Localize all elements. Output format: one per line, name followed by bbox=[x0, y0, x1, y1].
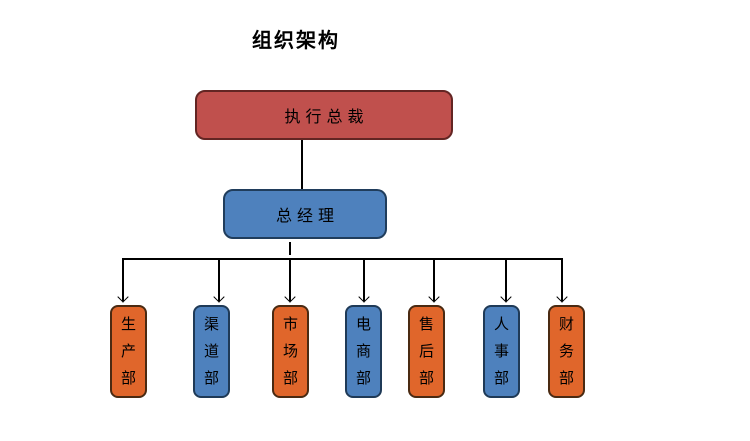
org-node-ecommerce-dept: 电商部 bbox=[345, 305, 382, 398]
down-arrowhead-icon bbox=[500, 291, 512, 303]
general-manager-label: 总经理 bbox=[275, 206, 339, 225]
executive-ceo-label: 执行总裁 bbox=[284, 107, 369, 126]
down-arrowhead-icon bbox=[117, 291, 129, 303]
connector-exec-to-gm bbox=[301, 140, 303, 189]
aftersales-dept-label: 售后部 bbox=[418, 315, 434, 387]
org-node-marketing-dept: 市场部 bbox=[272, 305, 309, 398]
connector-drop-channel bbox=[218, 258, 220, 301]
connector-drop-ecommerce bbox=[363, 258, 365, 301]
chart-title: 组织架构 bbox=[252, 28, 340, 52]
down-arrowhead-icon bbox=[358, 291, 370, 303]
down-arrowhead-icon bbox=[556, 291, 568, 303]
down-arrowhead-icon bbox=[428, 291, 440, 303]
connector-rail bbox=[122, 258, 562, 260]
down-arrowhead-icon bbox=[284, 291, 296, 303]
connector-gm-stub bbox=[289, 242, 291, 255]
hr-dept-label: 人事部 bbox=[493, 315, 509, 387]
finance-dept-label: 财务部 bbox=[558, 315, 574, 387]
marketing-dept-label: 市场部 bbox=[282, 315, 298, 387]
org-node-executive-ceo: 执行总裁 bbox=[195, 90, 453, 140]
connector-drop-production bbox=[122, 258, 124, 301]
org-node-finance-dept: 财务部 bbox=[548, 305, 585, 398]
org-node-production-dept: 生产部 bbox=[110, 305, 147, 398]
org-node-hr-dept: 人事部 bbox=[483, 305, 520, 398]
channel-dept-label: 渠道部 bbox=[203, 315, 219, 387]
connector-drop-finance bbox=[561, 258, 563, 301]
production-dept-label: 生产部 bbox=[120, 315, 136, 387]
connector-drop-hr bbox=[505, 258, 507, 301]
ecommerce-dept-label: 电商部 bbox=[355, 315, 371, 387]
connector-drop-aftersales bbox=[433, 258, 435, 301]
connector-drop-marketing bbox=[289, 258, 291, 301]
down-arrowhead-icon bbox=[213, 291, 225, 303]
org-node-channel-dept: 渠道部 bbox=[193, 305, 230, 398]
org-node-aftersales-dept: 售后部 bbox=[408, 305, 445, 398]
org-node-general-manager: 总经理 bbox=[223, 189, 387, 239]
